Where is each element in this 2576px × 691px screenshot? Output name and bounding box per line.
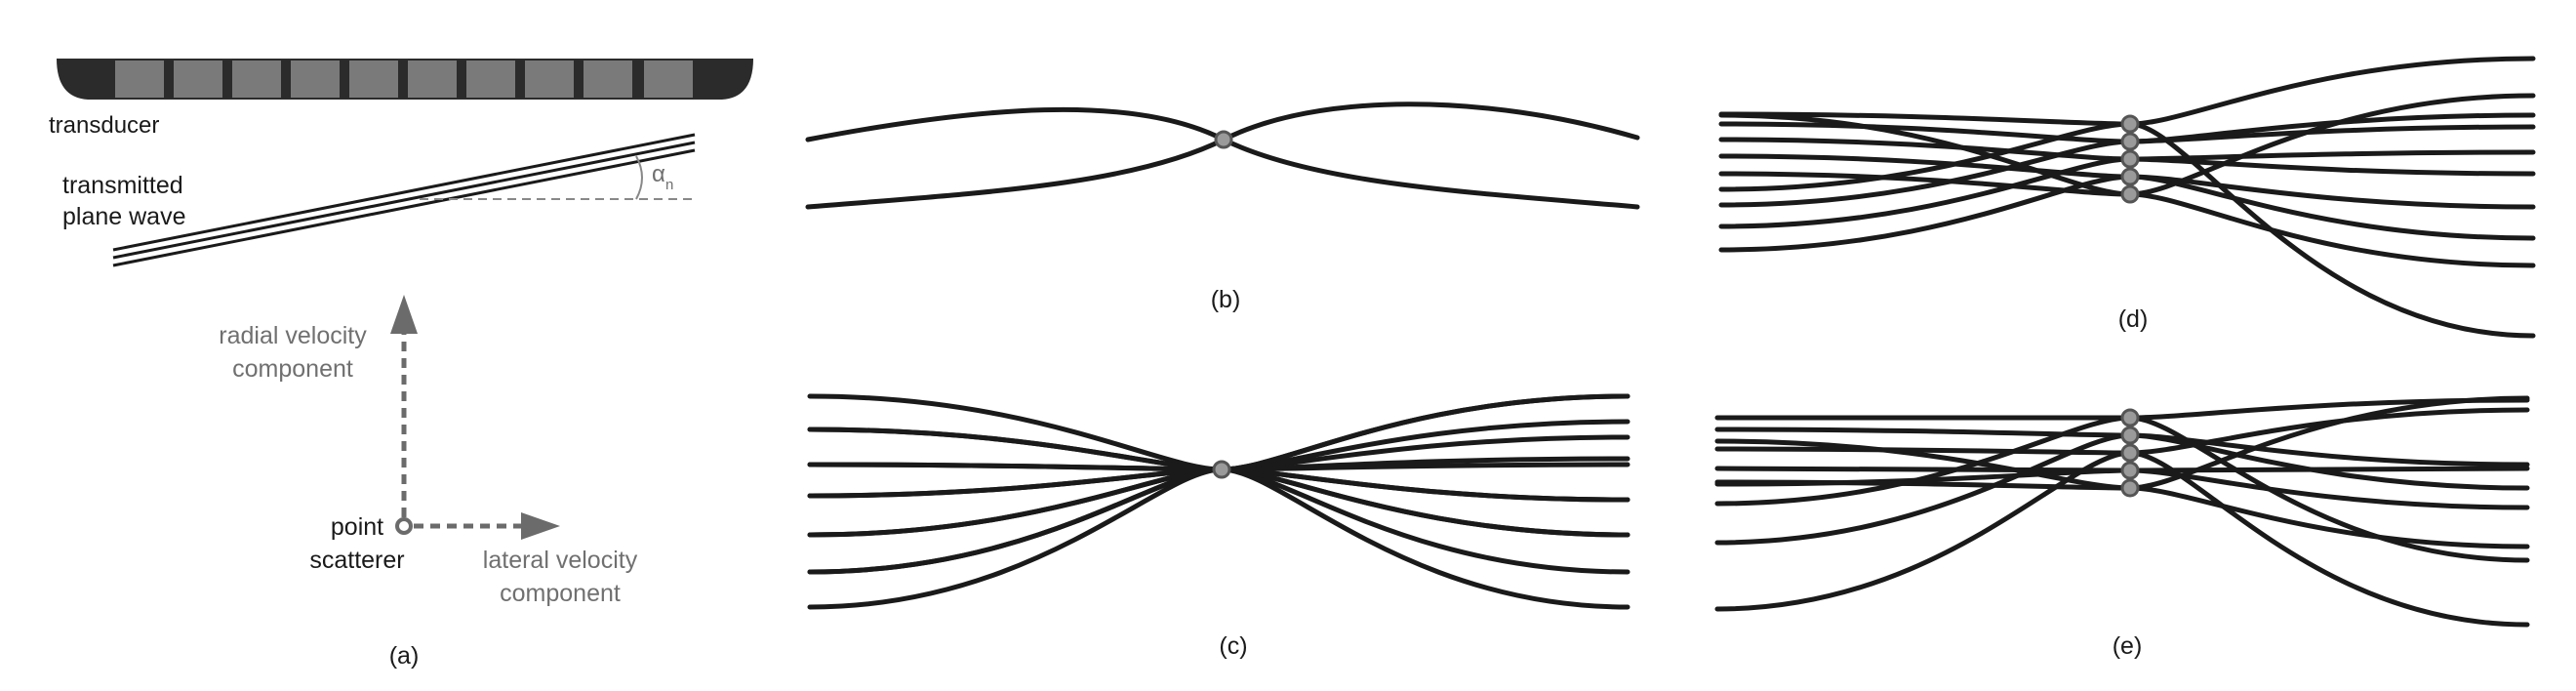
scatterer-dot [2120,167,2140,186]
transducer-element [584,61,632,98]
scatterer-dots [2120,114,2140,204]
wavefront-line [112,133,696,252]
panel-d: (d) [1718,56,2536,339]
panel-b: (b) [805,102,1640,313]
transducer-element [232,61,281,98]
wavefront-line [112,148,696,267]
transducer-element [174,61,222,98]
plane-wave [112,133,696,267]
scatterer-dot [2120,478,2140,498]
radial-arrowhead [390,295,418,334]
point-scatterer-marker [395,517,413,535]
caption-a: (a) [389,642,420,670]
lateral-arrow [414,512,560,540]
scatterer-dot [2120,149,2140,169]
transducer-element [291,61,340,98]
caption-b: (b) [1211,286,1241,313]
scatterer-dot [2120,443,2140,463]
scatterer-dot [2120,408,2140,427]
panel-a: transducer α n transmitted plane wave ra… [49,59,753,670]
focusing-curve [807,467,1630,575]
plane-wave-label-line1: transmitted [62,172,183,199]
transducer-label: transducer [49,112,159,139]
focusing-curve [807,467,1630,610]
lateral-label-line2: component [500,580,621,607]
panel-c: (c) [807,393,1630,660]
scatterer-label-line1: point [331,513,383,541]
scatterer-dot [2120,132,2140,151]
transducer-element [115,61,164,98]
panel-e: (e) [1714,395,2530,660]
focusing-curve [807,393,1630,499]
caption-c: (c) [1219,632,1247,660]
transducer-element [349,61,398,98]
radial-arrow [390,295,418,517]
wavefront-line [112,141,696,260]
caption-d: (d) [2118,305,2149,333]
curves [807,393,1630,610]
lateral-label-line1: lateral velocity [483,547,638,574]
scatterer-label-line2: scatterer [309,547,404,574]
scatterer-dots [2120,408,2140,498]
angle-label: α [652,161,665,187]
scatterer-dot [1212,460,1231,479]
transducer [57,59,753,100]
lateral-arrowhead [521,512,560,540]
scatterer-dots [1214,130,1233,149]
plane-wave-label-line2: plane wave [62,203,185,230]
focusing-curve [1718,56,2536,127]
scatterer-dot [2120,426,2140,445]
curves [805,102,1640,210]
radial-label-line2: component [232,355,353,383]
caption-e: (e) [2113,632,2143,660]
scatterer-dot [2120,461,2140,480]
scatterer-dot [2120,114,2140,134]
angle-arc [635,155,643,200]
transducer-element [408,61,457,98]
transducer-element [525,61,574,98]
transducer-element [644,61,693,98]
focusing-curve [807,467,1630,575]
focusing-curve [807,467,1630,538]
transducer-element [466,61,515,98]
scatterer-dot [1214,130,1233,149]
transducer-body [57,59,753,100]
radial-label-line1: radial velocity [219,322,367,349]
scatterer-dots [1212,460,1231,479]
scatterer-dot [2120,184,2140,204]
focusing-curve [805,137,1640,210]
angle-subscript: n [665,177,673,193]
